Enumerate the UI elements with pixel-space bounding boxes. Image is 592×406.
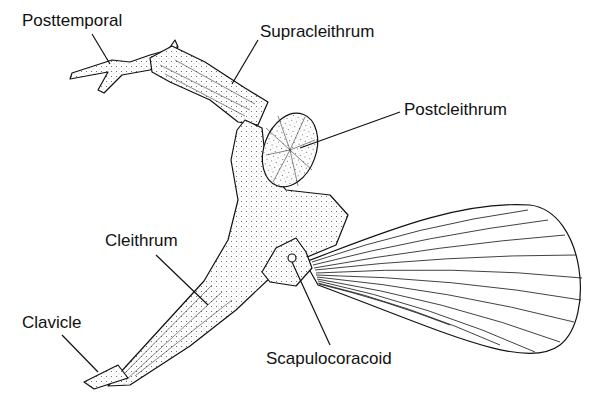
supracleithrum-bone — [150, 46, 268, 125]
pectoral-fin — [305, 205, 580, 354]
postcleithrum-bone — [253, 105, 328, 194]
part-label: Scapulocoracoid — [266, 349, 392, 369]
part-label: Supracleithrum — [260, 22, 374, 42]
part-label: Clavicle — [22, 313, 82, 333]
postcleithrum-rays — [266, 116, 315, 186]
part-label: Postcleithrum — [404, 100, 507, 120]
fin-rays — [312, 210, 582, 352]
part-label: Posttemporal — [22, 11, 122, 31]
clavicle-bone — [84, 365, 128, 389]
part-label: Cleithrum — [105, 231, 178, 251]
scapulocoracoid-bone — [262, 238, 312, 286]
leader-lines — [62, 34, 400, 372]
scapular-foramen — [288, 254, 296, 262]
cleithrum-striations — [118, 285, 232, 380]
